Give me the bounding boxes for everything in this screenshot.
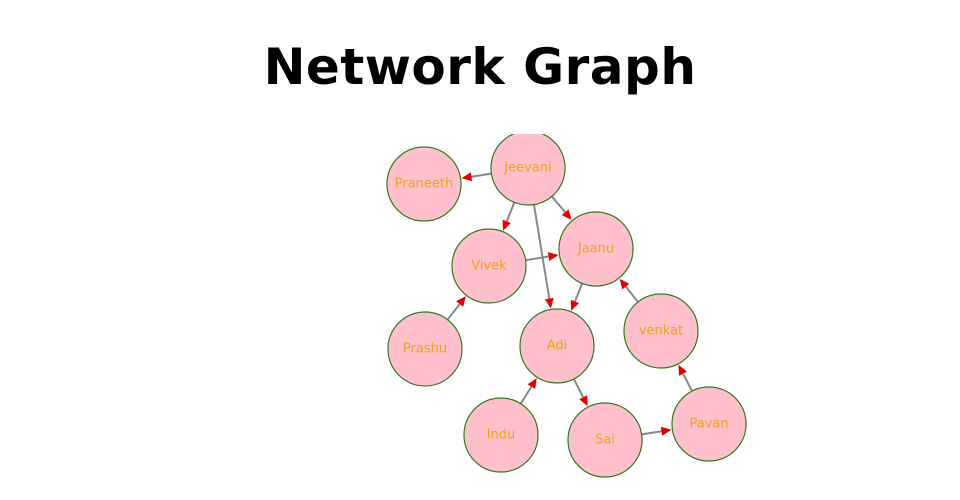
node-venkat[interactable]: venkat: [623, 293, 699, 369]
node-jeevani[interactable]: Jeevani: [490, 131, 566, 206]
node-vivek[interactable]: Vivek: [451, 228, 527, 304]
edge-jeevani-to-jaanu: [551, 195, 566, 213]
arrowhead-venkat-to-jaanu: [619, 278, 630, 290]
edge-jeevani-to-praneeth: [471, 172, 492, 178]
node-label: Prashu: [403, 342, 447, 357]
node-prashu[interactable]: Prashu: [387, 311, 463, 387]
arrowhead-prashu-to-vivek: [456, 296, 466, 307]
node-label: Pavan: [689, 417, 728, 432]
node-circle[interactable]: [558, 211, 634, 287]
edge-jeevani-to-vivek: [505, 202, 516, 222]
node-circle[interactable]: [490, 131, 566, 206]
edge-pavan-to-venkat: [682, 373, 693, 392]
edge-sai-to-pavan: [641, 430, 662, 436]
edge-prashu-to-vivek: [446, 303, 461, 321]
node-sai[interactable]: Sai: [567, 402, 643, 478]
edge-vivek-to-jaanu: [525, 255, 549, 262]
node-circle[interactable]: [386, 146, 462, 222]
arrowhead-indu-to-adi: [527, 378, 537, 390]
node-indu[interactable]: Indu: [463, 397, 539, 473]
arrowhead-adi-to-sai: [579, 395, 588, 407]
node-circle[interactable]: [623, 293, 699, 369]
node-circle[interactable]: [387, 311, 463, 387]
node-label: venkat: [639, 324, 683, 339]
node-jaanu[interactable]: Jaanu: [558, 211, 634, 287]
arrowhead-jeevani-to-jaanu: [561, 209, 572, 220]
node-praneeth[interactable]: Praneeth: [386, 146, 462, 222]
edge-jaanu-to-adi: [573, 282, 584, 302]
node-circle[interactable]: [671, 386, 747, 462]
page-title: Network Graph: [263, 38, 697, 96]
edge-adi-to-sai: [572, 378, 585, 398]
node-circle[interactable]: [451, 228, 527, 304]
node-label: Jaanu: [577, 242, 614, 257]
arrowhead-jeevani-to-adi: [544, 297, 554, 309]
node-label: Jeevani: [503, 161, 551, 176]
node-circle[interactable]: [463, 397, 539, 473]
node-label: Sai: [595, 433, 615, 448]
node-label: Praneeth: [395, 177, 454, 192]
arrowhead-jeevani-to-vivek: [502, 219, 511, 231]
node-label: Indu: [487, 428, 516, 443]
edge-jeevani-to-adi: [532, 204, 551, 299]
arrowhead-sai-to-pavan: [660, 426, 672, 436]
node-label: Vivek: [471, 259, 507, 274]
edge-indu-to-adi: [519, 386, 533, 405]
arrowhead-jaanu-to-adi: [570, 299, 580, 311]
node-circle[interactable]: [567, 402, 643, 478]
arrowhead-jeevani-to-praneeth: [461, 172, 473, 182]
node-pavan[interactable]: Pavan: [671, 386, 747, 462]
arrowhead-pavan-to-venkat: [678, 364, 688, 376]
node-circle[interactable]: [519, 308, 595, 384]
node-label: Adi: [547, 339, 568, 354]
arrowhead-vivek-to-jaanu: [547, 252, 559, 261]
edge-venkat-to-jaanu: [625, 285, 639, 303]
node-adi[interactable]: Adi: [519, 308, 595, 384]
